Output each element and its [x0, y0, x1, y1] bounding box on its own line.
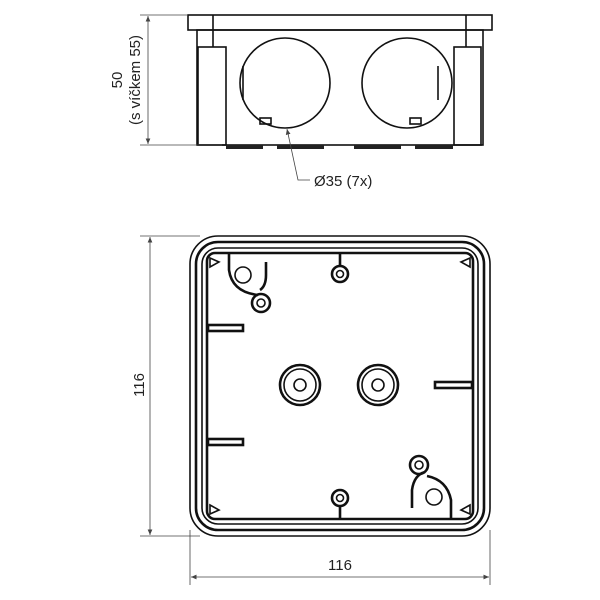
knockout-hole-right: [361, 37, 453, 129]
lid: [187, 14, 493, 31]
side-view: 50 (s víčkem 55) Ø35 (7x): [109, 14, 493, 190]
height-with-lid-label: (s víčkem 55): [127, 35, 144, 125]
top-view-height-label: 116: [131, 373, 148, 397]
top-view-width-label: 116: [328, 557, 352, 574]
fixing-lug-top-left: [227, 254, 272, 314]
knockout-hole-left: [239, 37, 331, 129]
corner-markers: [209, 256, 471, 516]
feet: [226, 145, 453, 149]
fixing-lug-bottom-right: [408, 454, 453, 518]
outer-rim: [189, 235, 491, 537]
box-body: [196, 29, 484, 146]
hole-leader-line: [285, 128, 310, 181]
height-label: 50: [109, 72, 126, 89]
top-view: 116 116: [131, 235, 491, 585]
right-side-block: [453, 46, 482, 146]
hole-diameter-label: Ø35 (7x): [314, 173, 372, 190]
screw-boss-top: [330, 264, 350, 284]
center-boss-left: [278, 363, 322, 407]
screw-boss-bottom: [330, 488, 350, 508]
center-boss-right: [356, 363, 400, 407]
left-side-block: [197, 46, 227, 146]
